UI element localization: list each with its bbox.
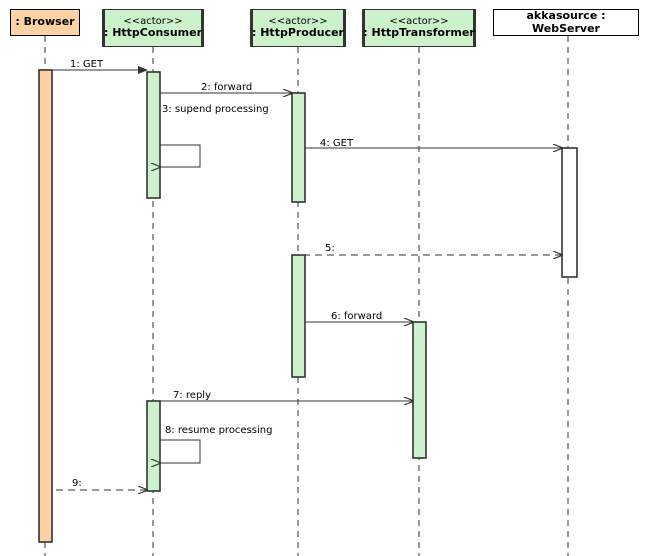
participant-stereotype-httpproducer: <<actor>>: [268, 15, 328, 27]
activations-group: [38, 69, 578, 543]
participant-head-browser[interactable]: : Browser: [10, 9, 80, 36]
message-8: [160, 439, 201, 463]
participant-name-webserver: akkasource : WebServer: [526, 8, 606, 35]
participant-name-browser: : Browser: [15, 15, 75, 29]
activation-bar-webserver: [561, 147, 578, 278]
self-message-path-3: [160, 144, 201, 167]
activation-bar-browser: [38, 69, 53, 543]
activation-bar-httpconsumer: [146, 71, 161, 199]
participant-stereotype-httpconsumer: <<actor>>: [123, 15, 183, 27]
self-message-path-8: [160, 439, 201, 463]
activation-bar-httpconsumer: [146, 400, 161, 492]
participant-head-httpproducer[interactable]: <<actor>>: HttpProducer: [250, 9, 346, 47]
participant-head-httpconsumer[interactable]: <<actor>>: HttpConsumer: [102, 9, 204, 47]
message-label-8: 8: resume processing: [165, 425, 273, 436]
activation-bar-httpproducer: [291, 92, 306, 203]
participant-name-httpproducer: : HttpProducer: [252, 26, 344, 40]
participant-head-httptransformer[interactable]: <<actor>>: HttpTransformer: [362, 9, 476, 47]
message-label-4: 4: GET: [320, 138, 354, 149]
message-label-5: 5:: [325, 243, 335, 254]
activation-bar-httptransformer: [412, 321, 427, 459]
participant-name-httpconsumer: : HttpConsumer: [103, 26, 202, 40]
message-label-1: 1: GET: [70, 59, 104, 70]
message-label-2: 2: forward: [201, 82, 253, 93]
message-label-7: 7: reply: [173, 390, 211, 401]
participant-head-webserver[interactable]: akkasource : WebServer: [493, 9, 639, 36]
message-label-9: 9:: [72, 478, 82, 489]
participant-name-httptransformer: : HttpTransformer: [363, 26, 475, 40]
message-label-6: 6: forward: [331, 311, 383, 322]
message-3: [160, 144, 201, 167]
messages-group: [52, 66, 562, 490]
message-label-3: 3: supend processing: [162, 104, 269, 115]
participant-stereotype-httptransformer: <<actor>>: [389, 15, 449, 27]
lifelines-group: [44, 36, 569, 556]
activation-bar-httpproducer: [291, 254, 306, 378]
